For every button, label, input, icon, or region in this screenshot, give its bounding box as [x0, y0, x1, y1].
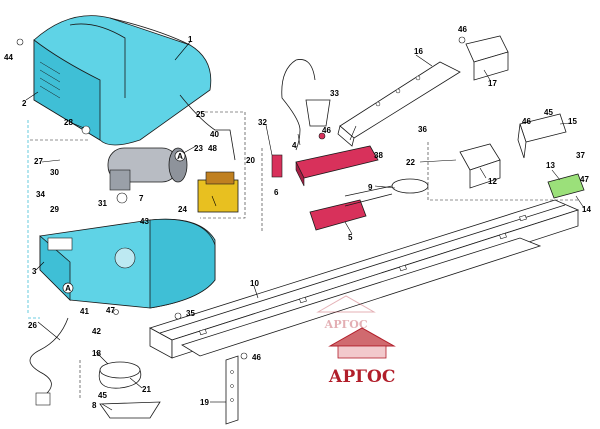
callout-25: 25: [196, 110, 205, 119]
callout-26: 26: [28, 321, 37, 330]
housing-cover: [33, 15, 212, 146]
callout-33: 33: [330, 89, 339, 98]
callout-32: 32: [258, 118, 267, 127]
motor: [107, 147, 188, 191]
callout-10: 10: [250, 279, 259, 288]
top-bracket: [465, 35, 509, 81]
marker-a-bottom: A: [62, 282, 74, 294]
base-housing: [39, 218, 216, 309]
callout-18: 18: [92, 349, 101, 358]
callout-42: 42: [92, 327, 101, 336]
callout-45b: 45: [98, 391, 107, 400]
callout-30: 30: [50, 168, 59, 177]
callout-48: 48: [208, 144, 217, 153]
callout-46b: 46: [322, 126, 331, 135]
callout-3: 3: [32, 267, 37, 276]
callout-43: 43: [140, 217, 149, 226]
grouping-lines: [27, 111, 580, 400]
hardware: [16, 36, 466, 360]
callout-2: 2: [22, 99, 27, 108]
carriage-parts: [271, 145, 379, 231]
watermark-text: АРГОС: [329, 367, 396, 387]
marker-a-top: A: [174, 150, 186, 162]
callout-47a: 47: [580, 175, 589, 184]
callout-40: 40: [210, 130, 219, 139]
callout-6: 6: [274, 188, 279, 197]
callout-23: 23: [194, 144, 203, 153]
callout-27: 27: [34, 157, 43, 166]
callout-44: 44: [4, 53, 13, 62]
callout-46a: 46: [458, 25, 467, 34]
watermark-faint-text: АРГОС: [324, 318, 367, 331]
callout-19: 19: [200, 398, 209, 407]
callout-41: 41: [80, 307, 89, 316]
callout-35: 35: [186, 309, 195, 318]
callout-47b: 47: [106, 306, 115, 315]
watermark-logo: АРГОС: [328, 327, 396, 387]
leader-lines: [25, 41, 585, 411]
callout-46d: 46: [252, 353, 261, 362]
door-arm: [337, 61, 461, 147]
svg-text:A: A: [177, 152, 183, 161]
callout-36: 36: [418, 125, 427, 134]
callout-4: 4: [292, 141, 297, 150]
callout-15: 15: [568, 117, 577, 126]
callout-38: 38: [374, 151, 383, 160]
callout-45a: 45: [544, 108, 553, 117]
callout-14: 14: [582, 205, 591, 214]
callout-9: 9: [368, 183, 373, 192]
bottom-sprocket: [98, 361, 161, 419]
callout-37: 37: [576, 151, 585, 160]
wiring-harness: [179, 94, 236, 161]
trolley: [459, 143, 501, 189]
pull-cord: [281, 59, 331, 151]
callout-5: 5: [348, 233, 353, 242]
callout-21: 21: [142, 385, 151, 394]
callout-46c: 46: [522, 117, 531, 126]
callout-1: 1: [188, 35, 193, 44]
rail: [148, 199, 580, 359]
transformer: [197, 171, 239, 213]
chain-sprocket: [344, 178, 429, 207]
callout-31: 31: [98, 199, 107, 208]
callout-22: 22: [406, 158, 415, 167]
upright-bracket: [225, 355, 239, 425]
svg-text:A: A: [65, 284, 71, 293]
callout-labels: 1 2 3 4 5 6 7 8 9 10 12 13 14 15 16 17 1…: [4, 25, 591, 410]
power-cord: [29, 317, 69, 406]
header-bracket: [517, 113, 567, 159]
callout-13: 13: [546, 161, 555, 170]
callout-12: 12: [488, 177, 497, 186]
callout-20: 20: [246, 156, 255, 165]
callout-16: 16: [414, 47, 423, 56]
callout-17: 17: [488, 79, 497, 88]
callout-29: 29: [50, 205, 59, 214]
callout-8: 8: [92, 401, 97, 410]
callout-24: 24: [178, 205, 187, 214]
callout-28: 28: [64, 118, 73, 127]
watermark-faint-logo: АРГОС: [316, 295, 376, 331]
callout-34: 34: [36, 190, 45, 199]
green-bracket: [547, 173, 585, 199]
callout-7: 7: [139, 194, 144, 203]
